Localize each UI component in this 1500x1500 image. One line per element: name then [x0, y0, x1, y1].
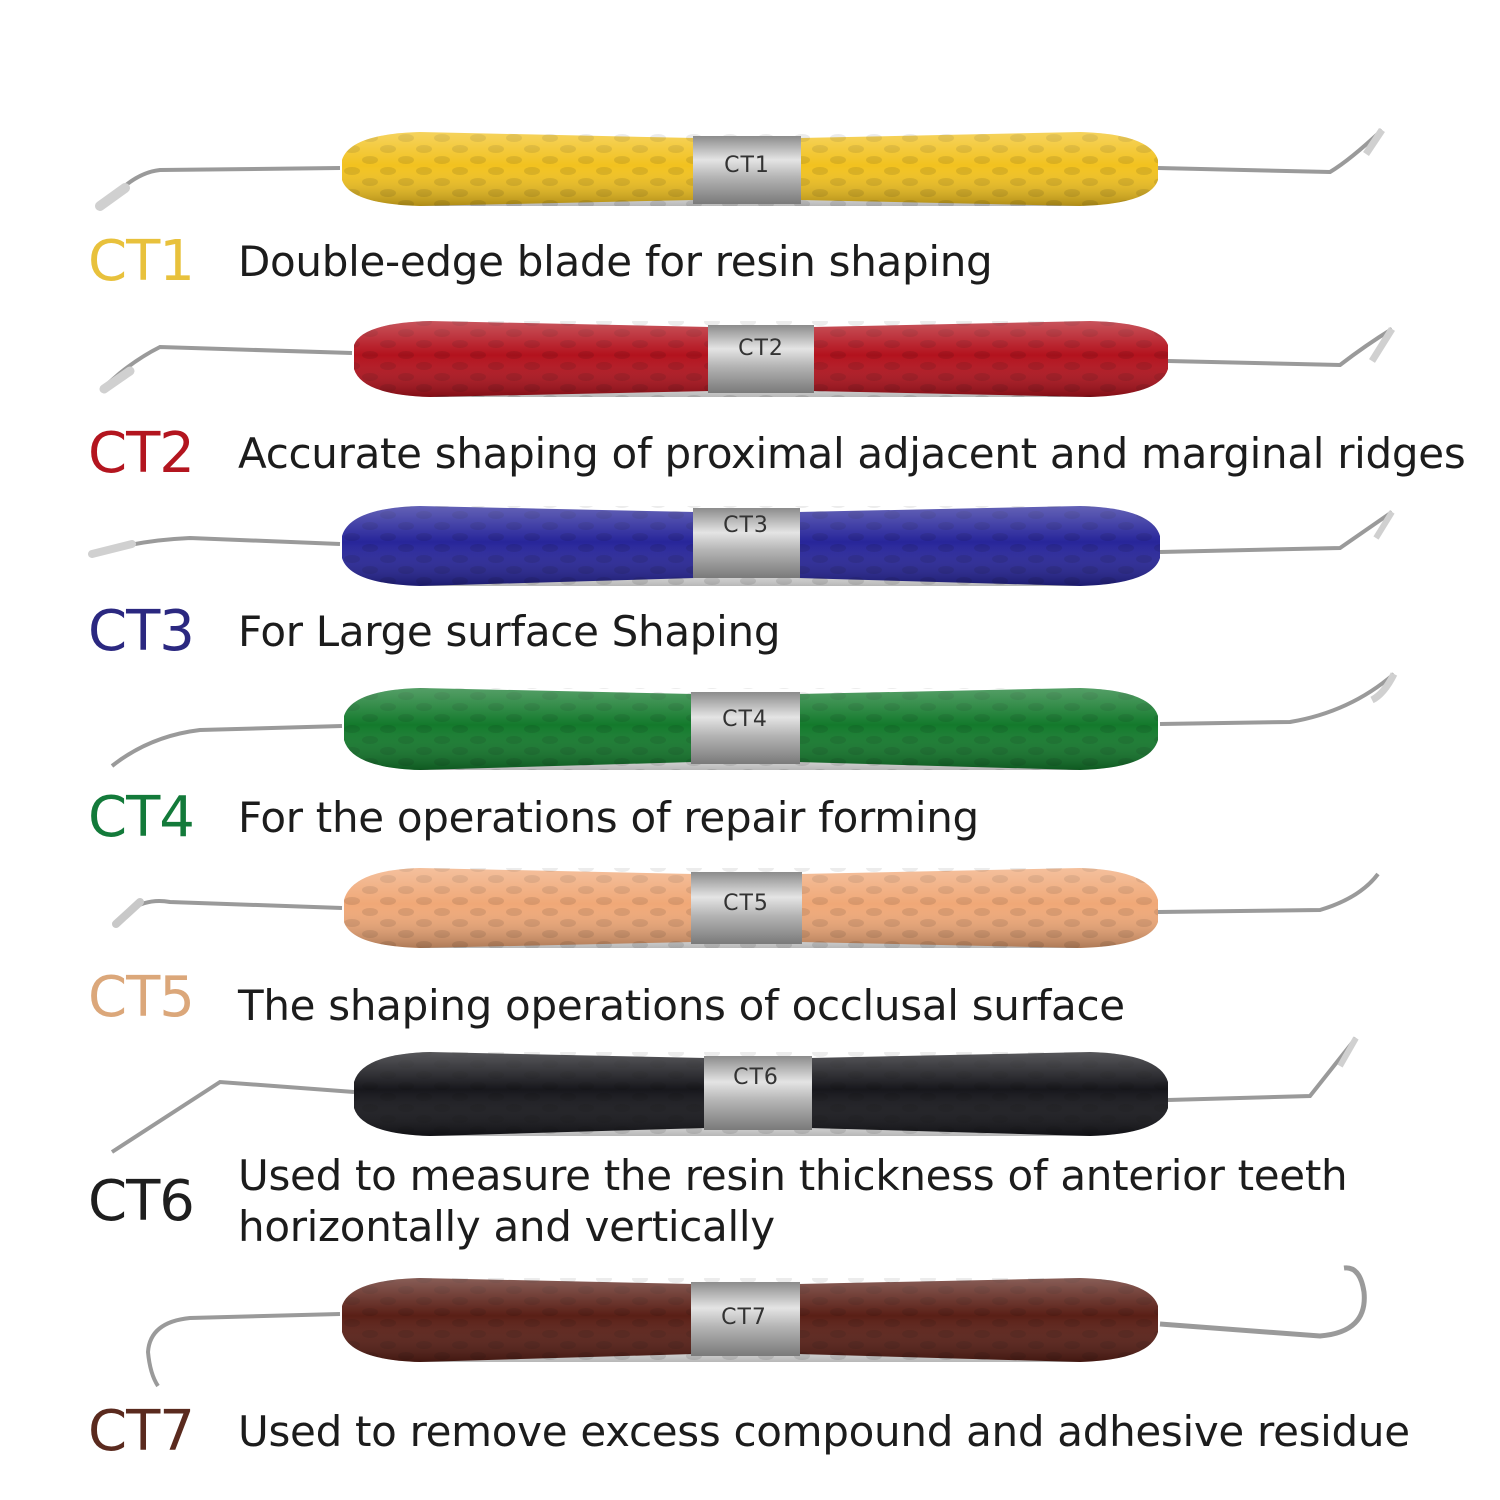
band-label: CT1	[724, 153, 770, 178]
band-label: CT4	[722, 707, 768, 732]
instrument-code: CT3	[88, 599, 195, 664]
band-label: CT3	[723, 513, 769, 538]
instrument-description: Used to remove excess compound and adhes…	[238, 1407, 1410, 1456]
instrument-description: For Large surface Shaping	[238, 607, 781, 656]
instrument-description: Accurate shaping of proximal adjacent an…	[238, 429, 1466, 478]
instrument-code: CT6	[88, 1169, 195, 1234]
instrument-ct3-image: CT3	[0, 498, 1500, 598]
instrument-code: CT7	[88, 1399, 195, 1464]
instrument-ct4-image: CT4	[0, 668, 1500, 778]
band-label: CT6	[733, 1065, 779, 1090]
instrument-ct5-image: CT5	[0, 862, 1500, 962]
instrument-description: For the operations of repair forming	[238, 793, 979, 842]
instrument-description: The shaping operations of occlusal surfa…	[238, 981, 1125, 1030]
instrument-ct1-image: CT1	[0, 110, 1500, 220]
instrument-ct2-image: CT2	[0, 305, 1500, 415]
instrument-code: CT5	[88, 965, 195, 1030]
instrument-description: Double-edge blade for resin shaping	[238, 237, 993, 286]
instrument-ct7-image: CT7	[0, 1262, 1500, 1392]
band-label: CT5	[723, 891, 769, 916]
instrument-code: CT1	[88, 229, 195, 294]
instrument-ct6-image: CT6	[0, 1036, 1500, 1156]
instrument-description: Used to measure the resin thickness of a…	[238, 1151, 1348, 1252]
steel-band	[693, 136, 801, 204]
instrument-code: CT4	[88, 785, 195, 850]
instrument-code: CT2	[88, 421, 195, 486]
band-label: CT2	[738, 336, 784, 361]
band-label: CT7	[721, 1305, 767, 1330]
